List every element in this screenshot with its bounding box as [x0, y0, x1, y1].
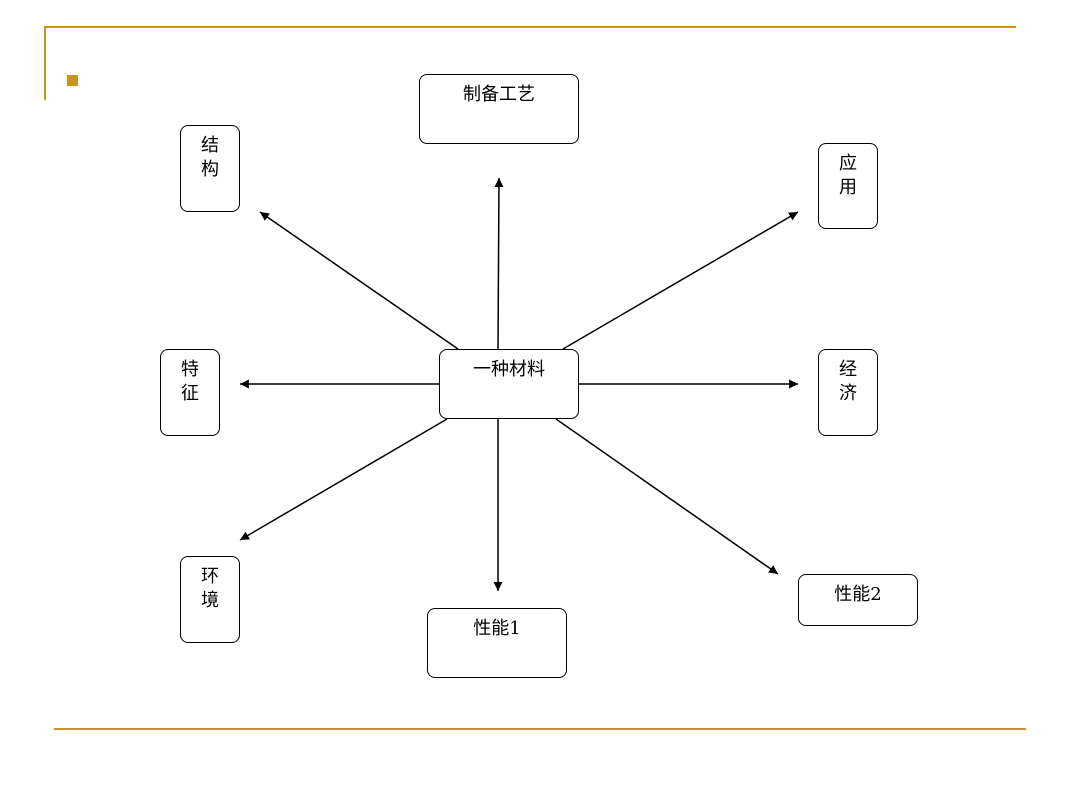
- arrow-center-to-application: [562, 211, 799, 350]
- node-environment: 环境: [180, 556, 240, 643]
- node-perf2-label: 性能2: [834, 584, 882, 605]
- node-prep-label: 制备工艺: [463, 84, 535, 105]
- node-feature-label: 特征: [181, 359, 199, 404]
- node-structure: 结构: [180, 125, 240, 212]
- top-rule: [44, 26, 1016, 28]
- node-perf1-label: 性能1: [473, 618, 521, 639]
- node-economy-label: 经济: [839, 359, 857, 404]
- arrow-center-to-structure: [259, 211, 459, 350]
- arrow-center-to-perf2: [555, 418, 779, 575]
- bottom-rule: [54, 728, 1026, 730]
- node-center: 一种材料: [439, 349, 579, 419]
- node-feature: 特征: [160, 349, 220, 436]
- left-rule: [44, 26, 46, 100]
- square-bullet-icon: [67, 75, 78, 86]
- node-prep: 制备工艺: [419, 74, 579, 144]
- arrow-center-to-environment: [239, 418, 448, 541]
- node-application-label: 应用: [839, 153, 857, 198]
- node-economy: 经济: [818, 349, 878, 436]
- node-center-label: 一种材料: [473, 359, 545, 380]
- node-application: 应用: [818, 143, 878, 229]
- node-environment-label: 环境: [201, 566, 219, 611]
- node-structure-label: 结构: [201, 135, 219, 180]
- node-perf2: 性能2: [798, 574, 918, 626]
- arrow-center-to-prep: [494, 177, 504, 350]
- node-perf1: 性能1: [427, 608, 567, 678]
